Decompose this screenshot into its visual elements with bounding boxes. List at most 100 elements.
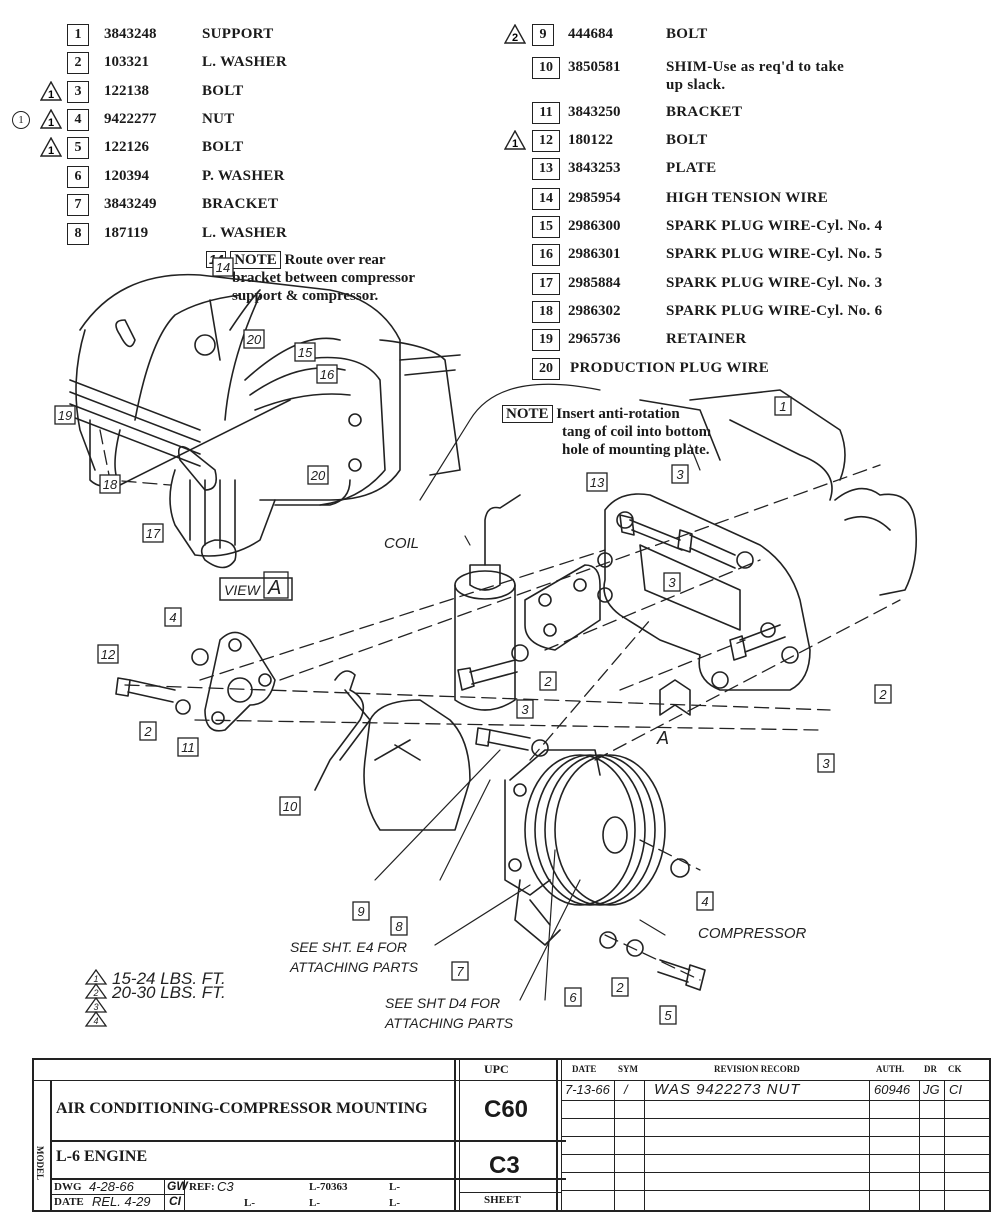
- part-description: L. WASHER: [202, 225, 287, 241]
- rev-date-header: DATE: [572, 1064, 597, 1074]
- shim: [314, 670, 371, 791]
- upc-label: UPC: [484, 1062, 509, 1076]
- svg-text:12: 12: [101, 647, 116, 662]
- item-number-box: 10: [532, 57, 560, 79]
- part-row: 19 2965736 RETAINER: [490, 329, 990, 353]
- part-description: SPARK PLUG WIRE-Cyl. No. 6: [666, 303, 883, 319]
- item-number-box: 6: [67, 166, 89, 188]
- item-number-box: 19: [532, 329, 560, 351]
- note-text-line2: tang of coil into bottom: [562, 424, 712, 440]
- upc-code: C60: [484, 1096, 529, 1123]
- part-description: RETAINER: [666, 331, 747, 347]
- torque-spec-icon: 1: [503, 129, 527, 150]
- part-number: 180122: [568, 132, 613, 148]
- callout-3: 3: [817, 753, 835, 773]
- part-row: 20 PRODUCTION PLUG WIRE: [490, 358, 990, 382]
- svg-text:19: 19: [58, 408, 72, 423]
- sheet-label: SHEET: [484, 1194, 521, 1206]
- svg-text:1: 1: [512, 138, 518, 150]
- svg-text:2: 2: [512, 32, 518, 44]
- torque-value: 15-24 LBS. FT.: [112, 969, 226, 988]
- l-code-3: L-: [244, 1197, 255, 1209]
- item-number-box: 1: [67, 24, 89, 46]
- part-number: 3843253: [568, 160, 621, 176]
- part-number: 2986300: [568, 218, 621, 234]
- rev-record-header: REVISION RECORD: [714, 1064, 800, 1074]
- callout-17: 17: [142, 523, 164, 543]
- l-code-5: L-: [389, 1197, 400, 1209]
- item-number-box: 7: [67, 194, 89, 216]
- view-arrow: [659, 679, 691, 716]
- torque-triangle-icon: 1: [39, 136, 63, 157]
- compressor-label: COMPRESSOR: [698, 925, 807, 942]
- svg-text:5: 5: [664, 1008, 672, 1023]
- date-label: DATE: [54, 1196, 84, 1208]
- svg-text:3: 3: [668, 575, 676, 590]
- part-description: HIGH TENSION WIRE: [666, 190, 829, 206]
- svg-text:7: 7: [456, 964, 464, 979]
- part-number: 9422277: [104, 111, 157, 127]
- callout-11: 11: [177, 737, 199, 757]
- svg-text:17: 17: [146, 526, 161, 541]
- svg-text:4: 4: [701, 894, 708, 909]
- part-description: SPARK PLUG WIRE-Cyl. No. 4: [666, 218, 883, 234]
- item-number-box: 20: [532, 358, 560, 380]
- view-a-engine: [69, 273, 461, 569]
- callout-19: 19: [54, 405, 76, 425]
- callout-6: 6: [564, 987, 582, 1007]
- view-a-label: VIEW A: [219, 571, 293, 601]
- rev-sym: /: [624, 1082, 628, 1097]
- l-code-2: L-: [389, 1181, 400, 1193]
- part-number: 3843249: [104, 196, 157, 212]
- rev-ck-header: CK: [948, 1064, 962, 1074]
- date-value: REL. 4-29: [92, 1194, 151, 1209]
- part-description: PRODUCTION PLUG WIRE: [570, 360, 770, 376]
- callout-3: 3: [671, 464, 689, 484]
- item-number-box: 15: [532, 216, 560, 238]
- note-text-line3: support & compressor.: [232, 288, 379, 304]
- coil-label: COIL: [384, 535, 419, 552]
- svg-text:13: 13: [590, 475, 605, 490]
- see-e4-line1: SEE SHT. E4 FOR: [290, 939, 407, 955]
- sheet-code: C3: [489, 1152, 520, 1179]
- rev-dr: JG: [923, 1082, 940, 1097]
- item-number-box: 12: [532, 130, 560, 152]
- item-number-box: 5: [67, 137, 89, 159]
- callout-14: 14: [212, 257, 234, 277]
- torque-spec-icon: 1: [39, 80, 63, 101]
- rev-date: 7-13-66: [565, 1082, 610, 1097]
- part-number: 3843250: [568, 104, 621, 120]
- l-code-1: L-70363: [309, 1181, 348, 1193]
- item-number-box: 14: [532, 188, 560, 210]
- part-description: BOLT: [202, 139, 244, 155]
- view-label: VIEW: [224, 582, 262, 598]
- svg-text:3: 3: [676, 467, 684, 482]
- see-d4-line1: SEE SHT D4 FOR: [385, 995, 500, 1011]
- rev-ck: CI: [949, 1082, 962, 1097]
- svg-text:2: 2: [543, 674, 552, 689]
- see-d4-line2: ATTACHING PARTS: [384, 1015, 514, 1031]
- part-number: 2986301: [568, 246, 621, 262]
- part-number: 103321: [104, 54, 149, 70]
- svg-text:3: 3: [521, 702, 529, 717]
- svg-text:2: 2: [615, 980, 624, 995]
- drawing-title: AIR CONDITIONING-COMPRESSOR MOUNTING: [56, 1100, 428, 1117]
- part-number: 2985954: [568, 190, 621, 206]
- svg-text:1: 1: [48, 89, 54, 101]
- part-row: 15 2986300 SPARK PLUG WIRE-Cyl. No. 4: [490, 216, 990, 240]
- callout-2: 2: [539, 671, 557, 691]
- engine-block: [639, 389, 918, 596]
- part-number: 2965736: [568, 331, 621, 347]
- item-number-box: 11: [532, 102, 560, 124]
- part-number: 187119: [104, 225, 149, 241]
- part-number: 444684: [568, 26, 613, 42]
